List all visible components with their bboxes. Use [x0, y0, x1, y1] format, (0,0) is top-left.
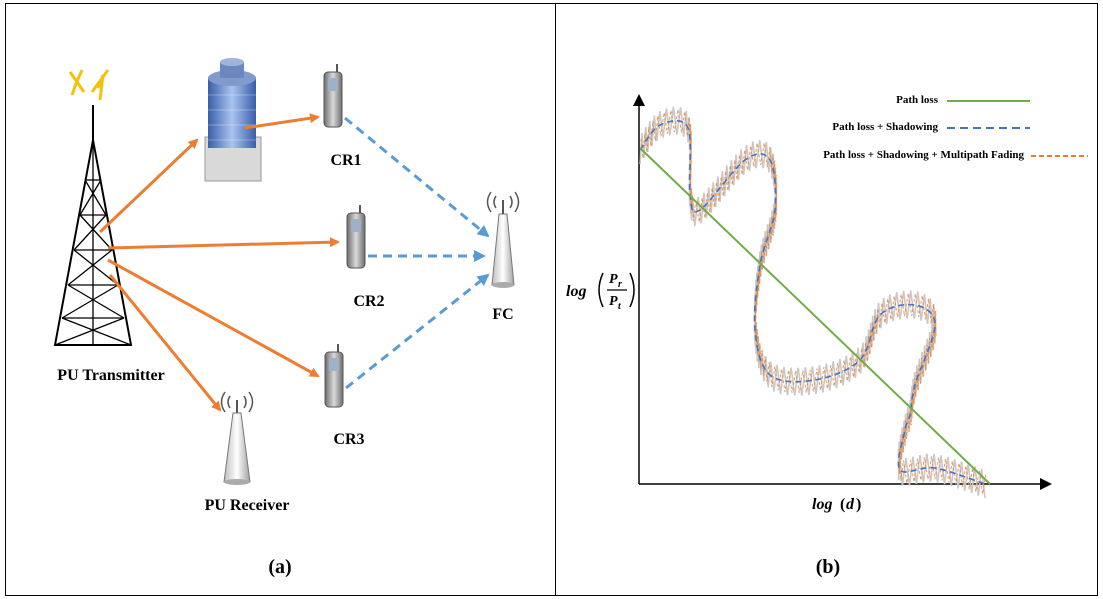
cr1-phone-icon [323, 64, 343, 128]
link-cr3-fc [345, 273, 490, 390]
panel-b: Path loss Path loss + Shadowing Path los… [566, 94, 1088, 578]
multipath-fading-curve [640, 109, 987, 495]
cr1-label: CR1 [330, 152, 361, 169]
svg-text:t: t [618, 301, 622, 312]
legend-shadowing-label: Path loss + Shadowing [832, 121, 938, 133]
building-icon [204, 58, 262, 182]
link-tx-building [98, 138, 199, 234]
pu-transmitter-tower-icon [53, 69, 133, 346]
path-loss-line [639, 147, 991, 485]
svg-text:log: log [812, 496, 832, 513]
svg-text:P: P [609, 272, 618, 287]
legend-path-loss-label: Path loss [896, 94, 939, 106]
pu-receiver-antenna-icon [220, 391, 254, 485]
cr2-label: CR2 [353, 293, 384, 310]
link-tx-pu-receiver [108, 274, 222, 412]
fading-grey-trace [639, 106, 986, 499]
report-links [344, 116, 490, 390]
primary-links [98, 113, 340, 412]
link-cr1-fc [344, 116, 490, 238]
figure-frame [5, 3, 1098, 596]
svg-text:d: d [846, 496, 855, 513]
pu-receiver-label: PU Receiver [205, 497, 290, 514]
cr3-phone-icon [324, 344, 344, 408]
pu-transmitter-label: PU Transmitter [57, 367, 164, 384]
svg-text:log: log [566, 283, 586, 300]
link-tx-cr2 [107, 237, 340, 250]
x-axis-label: log ( d ) [812, 496, 861, 513]
panel-divider [555, 3, 556, 596]
legend-multipath-label: Path loss + Shadowing + Multipath Fading [823, 149, 1024, 161]
panel-a: PU Transmitter [53, 58, 520, 578]
panel-b-caption: (b) [816, 556, 840, 578]
link-building-cr1 [244, 113, 320, 130]
cr2-phone-icon [346, 205, 366, 269]
y-axis-label: log P r P t [566, 272, 635, 312]
panel-a-caption: (a) [268, 556, 291, 578]
fc-label: FC [492, 306, 513, 323]
link-tx-cr3 [107, 258, 320, 378]
svg-text:(: ( [840, 496, 845, 513]
svg-text:): ) [856, 496, 861, 513]
cr3-label: CR3 [333, 431, 364, 448]
shadowing-curve [639, 119, 986, 485]
svg-text:r: r [618, 279, 622, 290]
multipath-underlay [639, 106, 987, 499]
legend: Path loss Path loss + Shadowing Path los… [823, 94, 1088, 161]
svg-text:P: P [609, 294, 618, 309]
fc-antenna-icon [486, 191, 520, 288]
